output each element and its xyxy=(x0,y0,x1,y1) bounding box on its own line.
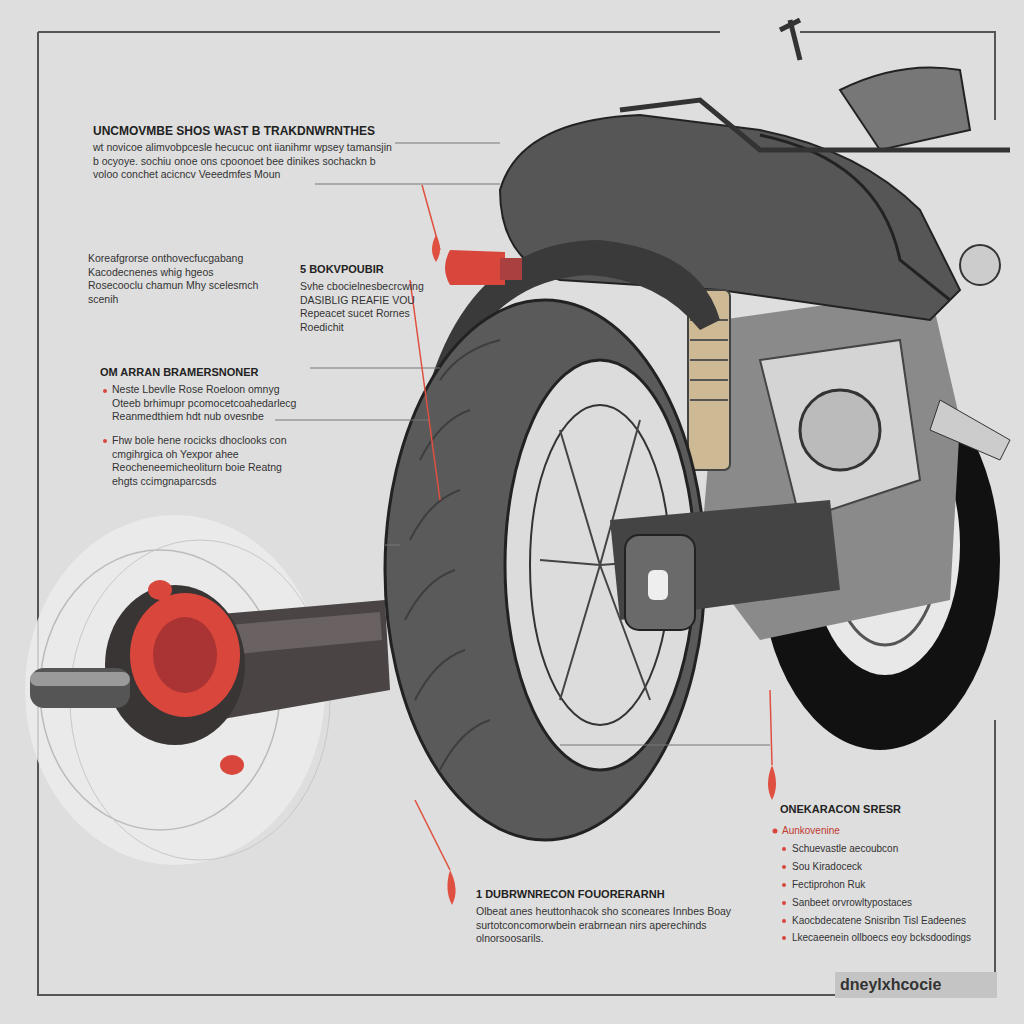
note-text: Svhe cbocielnesbecrcwing DASIBLIG REAFIE… xyxy=(300,280,435,335)
list-item: Kaocbdecatene Snisribn Tisl Eadeenes xyxy=(792,914,987,927)
callout-heading: 1 DUBRWNRECON FOUORERARNH xyxy=(476,887,736,901)
list-item: Sou Kiradoceck xyxy=(792,860,987,873)
list-item: Fectiprohon Ruk xyxy=(792,878,987,891)
list-item: Sanbeet orvrowltypostaces xyxy=(792,896,987,909)
note-text: Fhw bole hene rocicks dhoclooks con cmgi… xyxy=(112,434,287,489)
note-text: Neste Lbevlle Rose Roeloon omnyg Oteeb b… xyxy=(112,383,302,424)
note-text: Koreafgrorse onthovecfucgabang Kacodecne… xyxy=(88,252,263,307)
watermark: dneylxhcocie xyxy=(840,975,995,996)
list-item: Aunkovenine xyxy=(782,824,982,837)
list-item: Schuevastle aecoubcon xyxy=(792,842,987,855)
note-text: Olbeat anes heuttonhacok sho sconeares I… xyxy=(476,905,741,946)
callout-heading: 5 BOKVPOUBIR xyxy=(300,262,440,276)
diagram-title: UNCMOVMBE SHOS WAST B TRAKDNWRNTHES xyxy=(93,124,423,140)
list-heading: ONEKARACON SRESR xyxy=(780,802,980,816)
list-item: Lkecaeenein ollboecs eoy bcksdoodings xyxy=(792,931,987,944)
section-heading: OM ARRAN BRAMERSNONER xyxy=(100,365,305,379)
note-text: wt novicoe alimvobpcesle hecucuc ont iia… xyxy=(93,141,393,182)
